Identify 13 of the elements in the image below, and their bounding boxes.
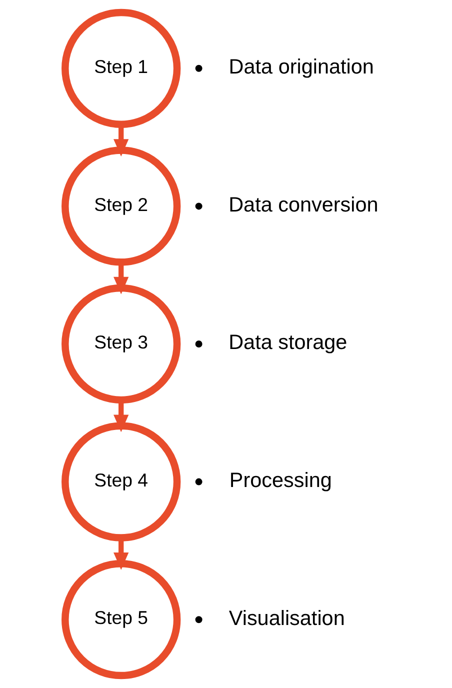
node-circle: Step 4 [62,422,181,542]
node-circle: Step 3 [62,284,181,404]
arrow [114,538,129,570]
node-label: Data origination [228,56,374,79]
node-circle: Step 1 [62,8,181,128]
node-label: Processing [229,468,332,492]
arrow [114,124,129,156]
node-label: Visualisation [228,606,345,630]
node-label: Data storage [228,331,348,354]
arrow [114,400,129,432]
node-circle: Step 2 [62,146,181,266]
node-label: Data conversion [228,193,378,216]
node-circle: Step 5 [62,560,181,680]
